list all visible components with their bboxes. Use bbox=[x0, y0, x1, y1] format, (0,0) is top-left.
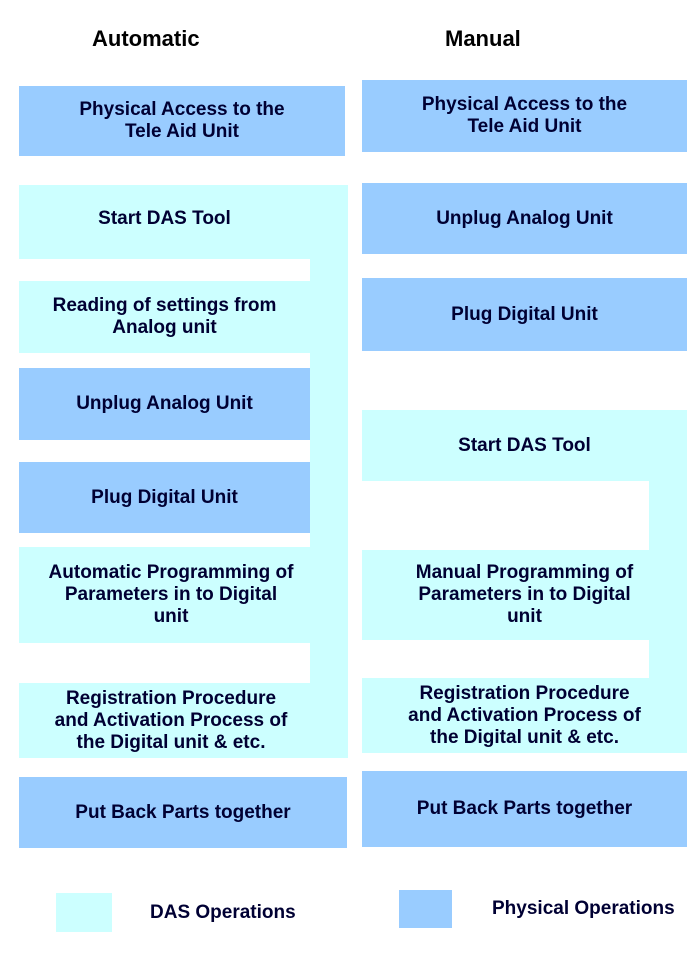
column-title-automatic: Automatic bbox=[92, 26, 200, 51]
separator bbox=[362, 481, 649, 550]
automatic-step-physical-access: Physical Access to the Tele Aid Unit bbox=[19, 86, 345, 156]
separator bbox=[19, 259, 310, 281]
separator bbox=[19, 440, 310, 462]
manual-step-put-back: Put Back Parts together bbox=[362, 771, 687, 847]
legend-physical-swatch bbox=[399, 890, 452, 928]
column-title-manual: Manual bbox=[445, 26, 521, 51]
legend-das-label: DAS Operations bbox=[150, 901, 296, 923]
legend-physical-label: Physical Operations bbox=[492, 897, 675, 919]
automatic-step-put-back: Put Back Parts together bbox=[19, 777, 347, 848]
manual-das-container bbox=[362, 410, 687, 753]
manual-step-registration: Registration Procedure and Activation Pr… bbox=[408, 682, 641, 748]
automatic-step-registration: Registration Procedure and Activation Pr… bbox=[54, 687, 288, 753]
automatic-step-programming: Automatic Programming of Parameters in t… bbox=[48, 562, 294, 627]
separator bbox=[19, 533, 310, 547]
separator bbox=[19, 353, 310, 368]
automatic-step-unplug-analog: Unplug Analog Unit bbox=[19, 368, 310, 440]
separator bbox=[19, 643, 310, 683]
manual-step-unplug-analog: Unplug Analog Unit bbox=[362, 183, 687, 254]
automatic-step-plug-digital: Plug Digital Unit bbox=[19, 462, 310, 533]
automatic-step-start-das-tool: Start DAS Tool bbox=[98, 208, 231, 229]
manual-step-programming: Manual Programming of Parameters in to D… bbox=[415, 562, 634, 627]
manual-step-start-das-tool: Start DAS Tool bbox=[458, 434, 591, 456]
manual-step-physical-access: Physical Access to the Tele Aid Unit bbox=[362, 80, 687, 152]
manual-step-plug-digital: Plug Digital Unit bbox=[362, 278, 687, 351]
legend-das-swatch bbox=[56, 893, 112, 932]
separator bbox=[362, 640, 649, 678]
automatic-step-reading-settings: Reading of settings from Analog unit bbox=[52, 295, 277, 338]
